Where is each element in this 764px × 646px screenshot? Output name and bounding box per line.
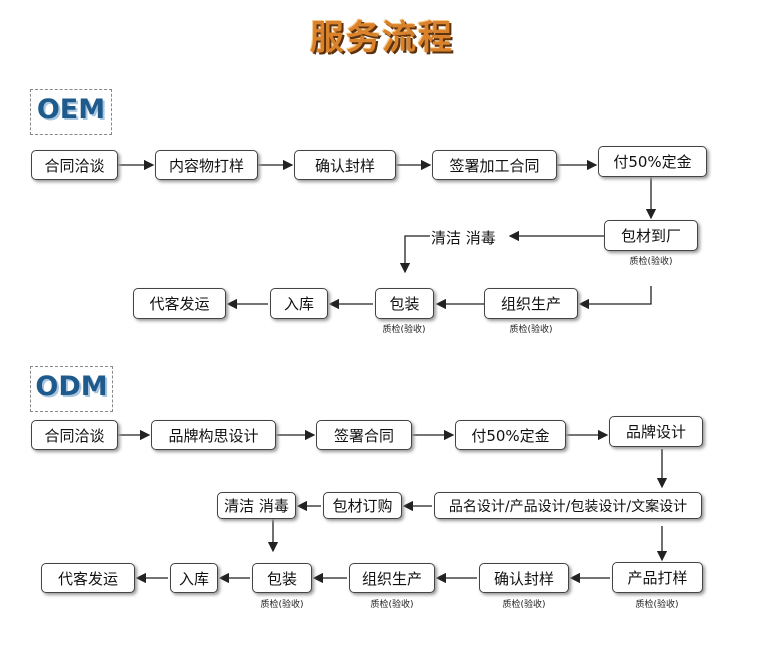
oem-step-material-arrival: 包材到厂 [604,220,698,251]
odm-tag: ODM [30,366,113,412]
odm-step-deposit: 付50%定金 [455,420,566,450]
odm-step-packaging: 包装 [252,563,312,593]
arrow-oem-7 [399,235,430,274]
oem-step-production: 组织生产 [484,288,578,319]
odm-step-sign-contract: 签署合同 [316,420,412,450]
oem-step-packaging: 包装 [375,288,434,319]
oem-step-clean-disinfect: 清洁 消毒 [431,229,496,247]
odm-step-product-sample: 产品打样 [612,562,703,593]
oem-step-content-sample: 内容物打样 [155,150,258,180]
oem-step-warehousing: 入库 [270,288,328,319]
odm-step-production: 组织生产 [349,563,435,593]
oem-qc-note-packaging: 质检(验收) [382,325,426,335]
odm-qc-note-production: 质检(验收) [370,600,414,610]
oem-step-deposit: 付50%定金 [598,146,707,177]
odm-step-clean-disinfect: 清洁 消毒 [217,492,296,519]
oem-step-confirm-sample: 确认封样 [294,150,396,180]
oem-step-shipping: 代客发运 [133,288,226,319]
odm-step-contract-negotiation: 合同洽谈 [31,420,118,450]
odm-step-confirm-sample: 确认封样 [479,563,569,593]
odm-step-shipping: 代客发运 [41,563,135,593]
oem-step-contract-negotiation: 合同洽谈 [31,150,118,180]
oem-tag: OEM [30,89,112,135]
odm-step-brand-design: 品牌设计 [609,416,703,447]
odm-step-warehousing: 入库 [170,563,218,593]
odm-step-design-tasks: 品名设计/产品设计/包装设计/文案设计 [434,492,702,519]
odm-step-material-order: 包材订购 [323,492,402,519]
odm-qc-note-confirm-sample: 质检(验收) [502,600,546,610]
page-title: 服务流程 [310,18,454,58]
odm-step-brand-concept: 品牌构思设计 [151,420,276,450]
oem-qc-note-material: 质检(验收) [629,257,673,267]
arrow-oem-8 [578,286,652,310]
oem-qc-note-production: 质检(验收) [509,325,553,335]
odm-qc-note-packaging: 质检(验收) [260,600,304,610]
oem-step-sign-processing-contract: 签署加工合同 [432,150,557,180]
odm-qc-note-product-sample: 质检(验收) [635,600,679,610]
